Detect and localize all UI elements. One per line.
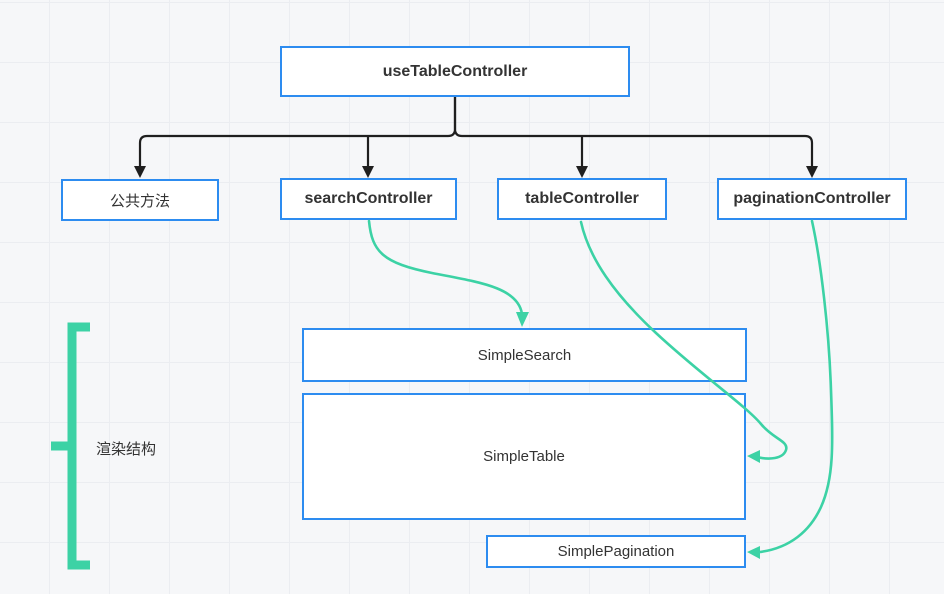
arrowhead-simplesearch-icon (516, 312, 529, 327)
node-label: useTableController (382, 62, 528, 80)
node-search-controller: searchController (280, 178, 457, 220)
node-common-methods: 公共方法 (61, 179, 219, 221)
arrowhead-simpletable-icon (747, 450, 760, 463)
node-label: SimpleSearch (477, 346, 572, 364)
edge-pagination-to-simplepagination (758, 219, 834, 554)
node-simple-table: SimpleTable (302, 393, 746, 520)
bracket-label: 渲染结构 (96, 441, 157, 458)
arrowhead-search-icon (362, 166, 374, 178)
node-use-table-controller: useTableController (280, 46, 630, 97)
arrowhead-common-icon (134, 166, 146, 178)
edge-search-to-simplesearch (367, 219, 524, 316)
node-simple-search: SimpleSearch (302, 328, 747, 382)
node-pagination-controller: paginationController (717, 178, 907, 220)
node-table-controller: tableController (497, 178, 667, 220)
render-structure-bracket (67, 322, 90, 570)
arrowhead-simplepagination-icon (747, 546, 760, 559)
edge-root-to-common (138, 97, 457, 167)
node-simple-pagination: SimplePagination (486, 535, 746, 568)
node-label: SimplePagination (557, 543, 675, 560)
node-label: 公共方法 (109, 192, 170, 210)
node-label: SimpleTable (483, 448, 565, 465)
node-label: tableController (525, 190, 639, 207)
node-label: paginationController (733, 190, 891, 207)
arrowhead-pagination-icon (806, 166, 818, 178)
edge-root-to-pagination (453, 97, 814, 167)
arrowhead-table-icon (576, 166, 588, 178)
node-label: searchController (304, 190, 433, 207)
